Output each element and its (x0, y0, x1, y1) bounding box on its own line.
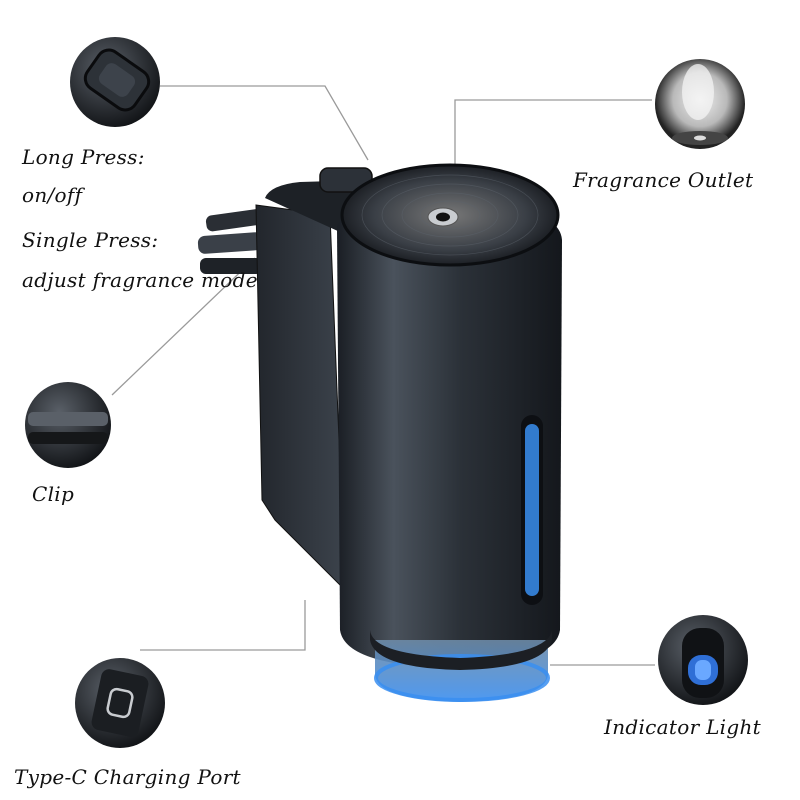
button-detail-icon (70, 37, 160, 127)
clip-prongs (197, 208, 267, 274)
mist-detail-icon (655, 59, 745, 149)
fragrance-outlet-label: Fragrance Outlet (573, 168, 754, 192)
button-label-line-1: Long Press: (22, 145, 145, 169)
leader-lines (111, 85, 655, 666)
charging-port-label: Type-C Charging Port (14, 765, 241, 789)
indicator-glow (525, 424, 539, 596)
button-label-line-3: Single Press: (22, 228, 159, 252)
button-label-line-2: on/off (22, 183, 83, 207)
usb-c-detail-icon (75, 658, 165, 748)
clip-label: Clip (32, 482, 75, 506)
clip-detail-icon (25, 382, 111, 468)
indicator-detail-icon (658, 615, 748, 705)
button-label-line-4: adjust fragrance mode (22, 268, 258, 292)
cylinder-body (337, 198, 562, 668)
back-plate (255, 204, 346, 592)
indicator-light-label: Indicator Light (604, 715, 761, 739)
